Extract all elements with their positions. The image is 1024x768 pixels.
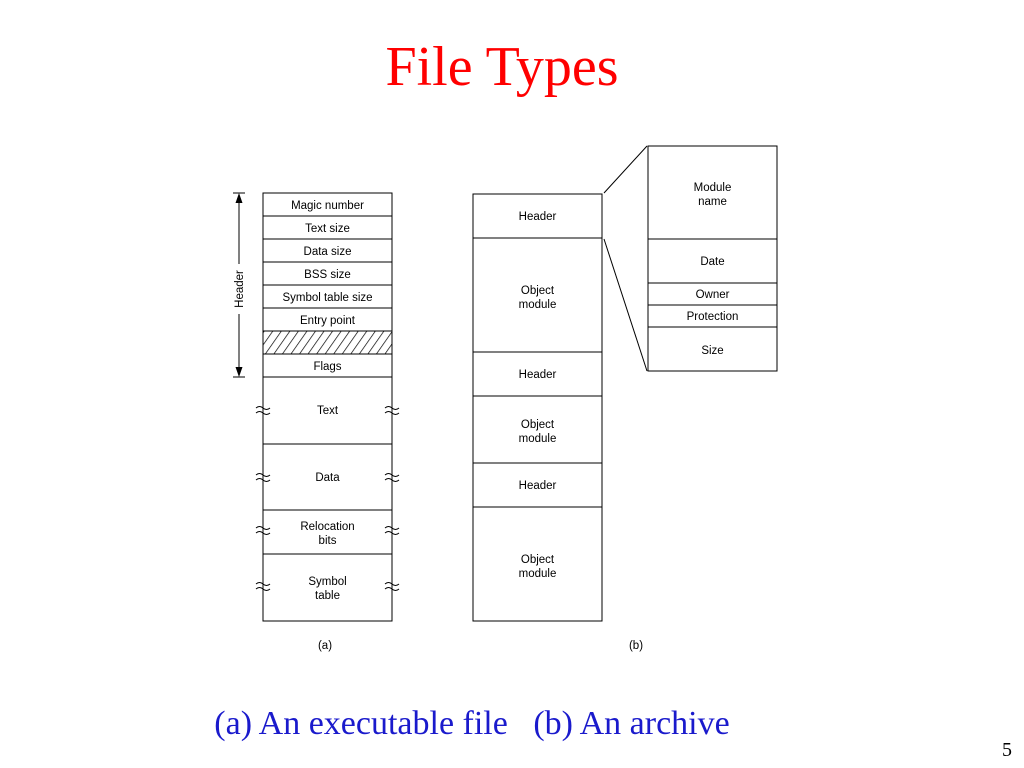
section-symbol-table-line1: Symbol: [308, 576, 346, 588]
section-relocation-bits-line2: bits: [319, 535, 337, 547]
page-number: 5: [1002, 739, 1012, 761]
field-bss-size-label: BSS size: [304, 269, 351, 281]
section-symbol-table-line2: table: [315, 590, 340, 602]
slide-caption: (a) An executable file (b) An archive: [214, 705, 730, 742]
archive-header-1-label: Header: [519, 211, 557, 223]
field-data-size-label: Data size: [304, 246, 352, 258]
break-marks: [255, 406, 400, 591]
detail-date-label: Date: [700, 256, 724, 268]
archive-object-module-2-line1: Object: [521, 419, 555, 431]
field-symbol-table-size-label: Symbol table size: [282, 292, 372, 304]
header-detail-connectors: [603, 145, 648, 372]
field-text-size-label: Text size: [305, 223, 350, 235]
detail-protection-label: Protection: [687, 311, 739, 323]
archive-object-module-2-line2: module: [519, 433, 557, 445]
detail-size: [647, 326, 778, 372]
section-data-label: Data: [315, 472, 340, 484]
field-magic-number-label: Magic number: [291, 200, 364, 212]
archive-figure-label: (b): [629, 640, 643, 652]
executable-file-diagram: Header Magic number Text size Data size …: [233, 192, 400, 652]
archive-header-2-label: Header: [519, 369, 557, 381]
detail-owner-label: Owner: [696, 289, 730, 301]
field-entry-point-label: Entry point: [300, 315, 356, 327]
archive-object-module-1-line2: module: [519, 299, 557, 311]
header-bracket: [233, 192, 245, 378]
section-text-label: Text: [317, 405, 339, 417]
detail-size-label: Size: [701, 345, 723, 357]
field-flags-label: Flags: [313, 361, 341, 373]
archive-diagram: Header Object module Header Object modul…: [472, 145, 778, 652]
archive-object-module-3-line1: Object: [521, 554, 555, 566]
detail-module-name-line1: Module: [694, 182, 732, 194]
archive-object-module-1-line1: Object: [521, 285, 555, 297]
header-bracket-label: Header: [234, 270, 246, 308]
executable-figure-label: (a): [318, 640, 332, 652]
slide-title: File Types: [385, 36, 619, 98]
archive-object-module-3-line2: module: [519, 568, 557, 580]
archive-header-3-label: Header: [519, 480, 557, 492]
section-symbol-table: [262, 553, 393, 622]
archive-object-module-3: [472, 506, 603, 622]
detail-module-name-line2: name: [698, 196, 727, 208]
section-relocation-bits-line1: Relocation: [300, 521, 354, 533]
field-unused-hatched: [262, 330, 393, 355]
